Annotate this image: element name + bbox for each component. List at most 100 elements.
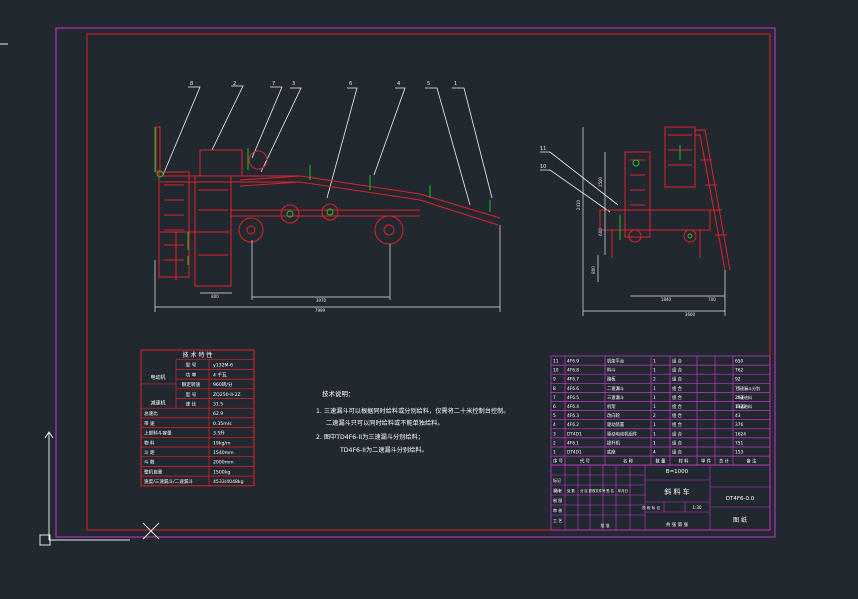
end-dim-bottom-mid: 1840 [661, 297, 672, 302]
dim-middle-label: 3970 [316, 298, 327, 303]
bom-cell: 机架平台 [607, 358, 624, 365]
bom-cell: 4F6.5 [567, 395, 579, 401]
spec-group-label: 减速机 [150, 399, 165, 406]
bom-cell: 1 [553, 450, 556, 456]
bom-cell: 组 合 [672, 358, 683, 365]
spec-row-value: 4 千瓦 [213, 371, 227, 378]
spec-group-label: 电动机 [150, 374, 165, 381]
bom-cell: 762 [735, 368, 743, 374]
notes-line: 1. 三速漏斗可以根据同时给料或分别给料，仅需将二十米控制台控制。 [316, 407, 510, 415]
bom-cell: 组 合 [672, 412, 683, 419]
bom-cell: DT4D1 [567, 450, 582, 456]
bom-cell: 376 [735, 422, 743, 428]
bom-cell: 底座 [607, 449, 616, 456]
bom-cell: 3 [553, 431, 556, 437]
bom-cell: 4F6.8 [567, 368, 579, 374]
bom-cell: 组 合 [672, 421, 683, 428]
bom-cell: 92 [735, 377, 741, 383]
bom-cell: 2 [553, 440, 556, 446]
title-left-row: 设计 [553, 487, 561, 493]
title-left-row: 制 图 [553, 497, 562, 503]
side-callout-4: 4 [397, 81, 400, 87]
wheel-left [238, 217, 264, 243]
spec-row-label: 物 料 [144, 439, 155, 446]
bom-cell: 1322 [735, 404, 746, 410]
bom-header-cell: 备 注 [747, 458, 758, 465]
title-header-cell: 更改文件号 [589, 488, 607, 493]
bom-cell: 4F6.3 [567, 413, 579, 419]
side-green-details [154, 127, 491, 265]
bom-cell: 4F6.4 [567, 404, 579, 410]
spec-row-value: 960转/分 [213, 381, 233, 388]
bom-cell: 751 [735, 440, 743, 446]
spec-row-label: 斗 距 [144, 450, 155, 456]
title-header-cell: 分 区 [580, 488, 588, 493]
title-left-row: 标记 [553, 477, 561, 483]
bom-cell: 组 合 [672, 367, 683, 374]
title-header-cell: 标 记 [554, 488, 562, 493]
title-drawing-no: DT4F6-0.0 [726, 496, 755, 502]
bom-cell: 1 [653, 395, 656, 401]
bom-header-cell: 序 号 [553, 458, 563, 465]
bom-cell: 1 [653, 440, 656, 446]
bom-header-cell: 总 计 [719, 458, 730, 465]
spec-row-value: 4533/4048kg [213, 479, 244, 485]
bom-cell: 4F6.7 [567, 377, 579, 383]
bom-cell: 机架 [607, 403, 616, 410]
title-block-frame [550, 464, 771, 531]
spec-row-label: 功 率 [186, 371, 197, 378]
bom-cell: 7 [553, 395, 556, 401]
spec-row-label: 型 号 [186, 391, 197, 398]
end-dim-h1: 1500 [598, 176, 603, 187]
end-dim-overall-width: 3660 [685, 312, 696, 317]
spec-table-title: 技 术 特 性 [183, 351, 213, 359]
bom-cell: 组 合 [672, 403, 683, 410]
title-company: 图 纸 [733, 516, 747, 524]
notes-line: TD4F6-II为二速漏斗分别给料。 [339, 446, 428, 454]
spec-row-label: 总速比 [144, 410, 158, 417]
spec-row-value: 2000mm [213, 460, 234, 466]
bom-cell: 1 [653, 404, 656, 410]
bom-cell: 153 [735, 450, 743, 456]
end-frame [599, 209, 711, 231]
spec-row-value: 62.9 [213, 411, 223, 417]
side-callout-2: 2 [233, 81, 236, 87]
spec-row-value: 1500kg [213, 469, 230, 475]
end-dim-h3: 800 [591, 266, 596, 274]
bom-cell: 组 合 [672, 376, 683, 383]
title-header-cell: 年月日 [618, 488, 628, 493]
end-green-details [619, 145, 693, 240]
side-callout-6: 6 [349, 81, 352, 87]
bom-cell: 8 [553, 386, 556, 392]
spec-row-value: ZQ250-II-2Z [213, 392, 241, 398]
bom-cell: 4F6.9 [567, 359, 579, 365]
bom-cell: 4F6.6 [567, 386, 579, 392]
bom-cell: 293 [735, 395, 743, 401]
spec-row-value: 1540mm [213, 450, 234, 456]
title-approval: 批 准 [600, 522, 609, 528]
bom-cell: 改向轮 [607, 412, 621, 419]
spec-row-value: 31.5 [213, 402, 223, 408]
bom-header-cell: 单 件 [701, 458, 712, 465]
wheel-right [374, 215, 404, 245]
notes-line: 2. 图中TD4F6-II为三速漏斗分别给料； [316, 433, 424, 441]
bom-header-cell: 名 称 [623, 458, 634, 465]
side-callout-8: 8 [190, 81, 193, 87]
spec-row-label: 额定转速 [182, 381, 201, 388]
title-header-cell: 处 数 [567, 488, 575, 493]
side-callout-7: 7 [272, 81, 275, 87]
bom-cell: 1 [653, 422, 656, 428]
bom-cell: 三速漏斗 [607, 394, 625, 401]
end-callout-leaders [540, 151, 619, 213]
bom-cell: 1 [653, 431, 656, 437]
outer-border [55, 27, 776, 538]
title-sheet: 共 张 第 张 [666, 521, 689, 528]
bom-cell: 组 合 [672, 439, 683, 446]
bom-cell: 组 合 [672, 394, 683, 401]
bom-cell: 1624 [735, 431, 746, 437]
bom-cell: 驱动装置 [607, 421, 625, 428]
